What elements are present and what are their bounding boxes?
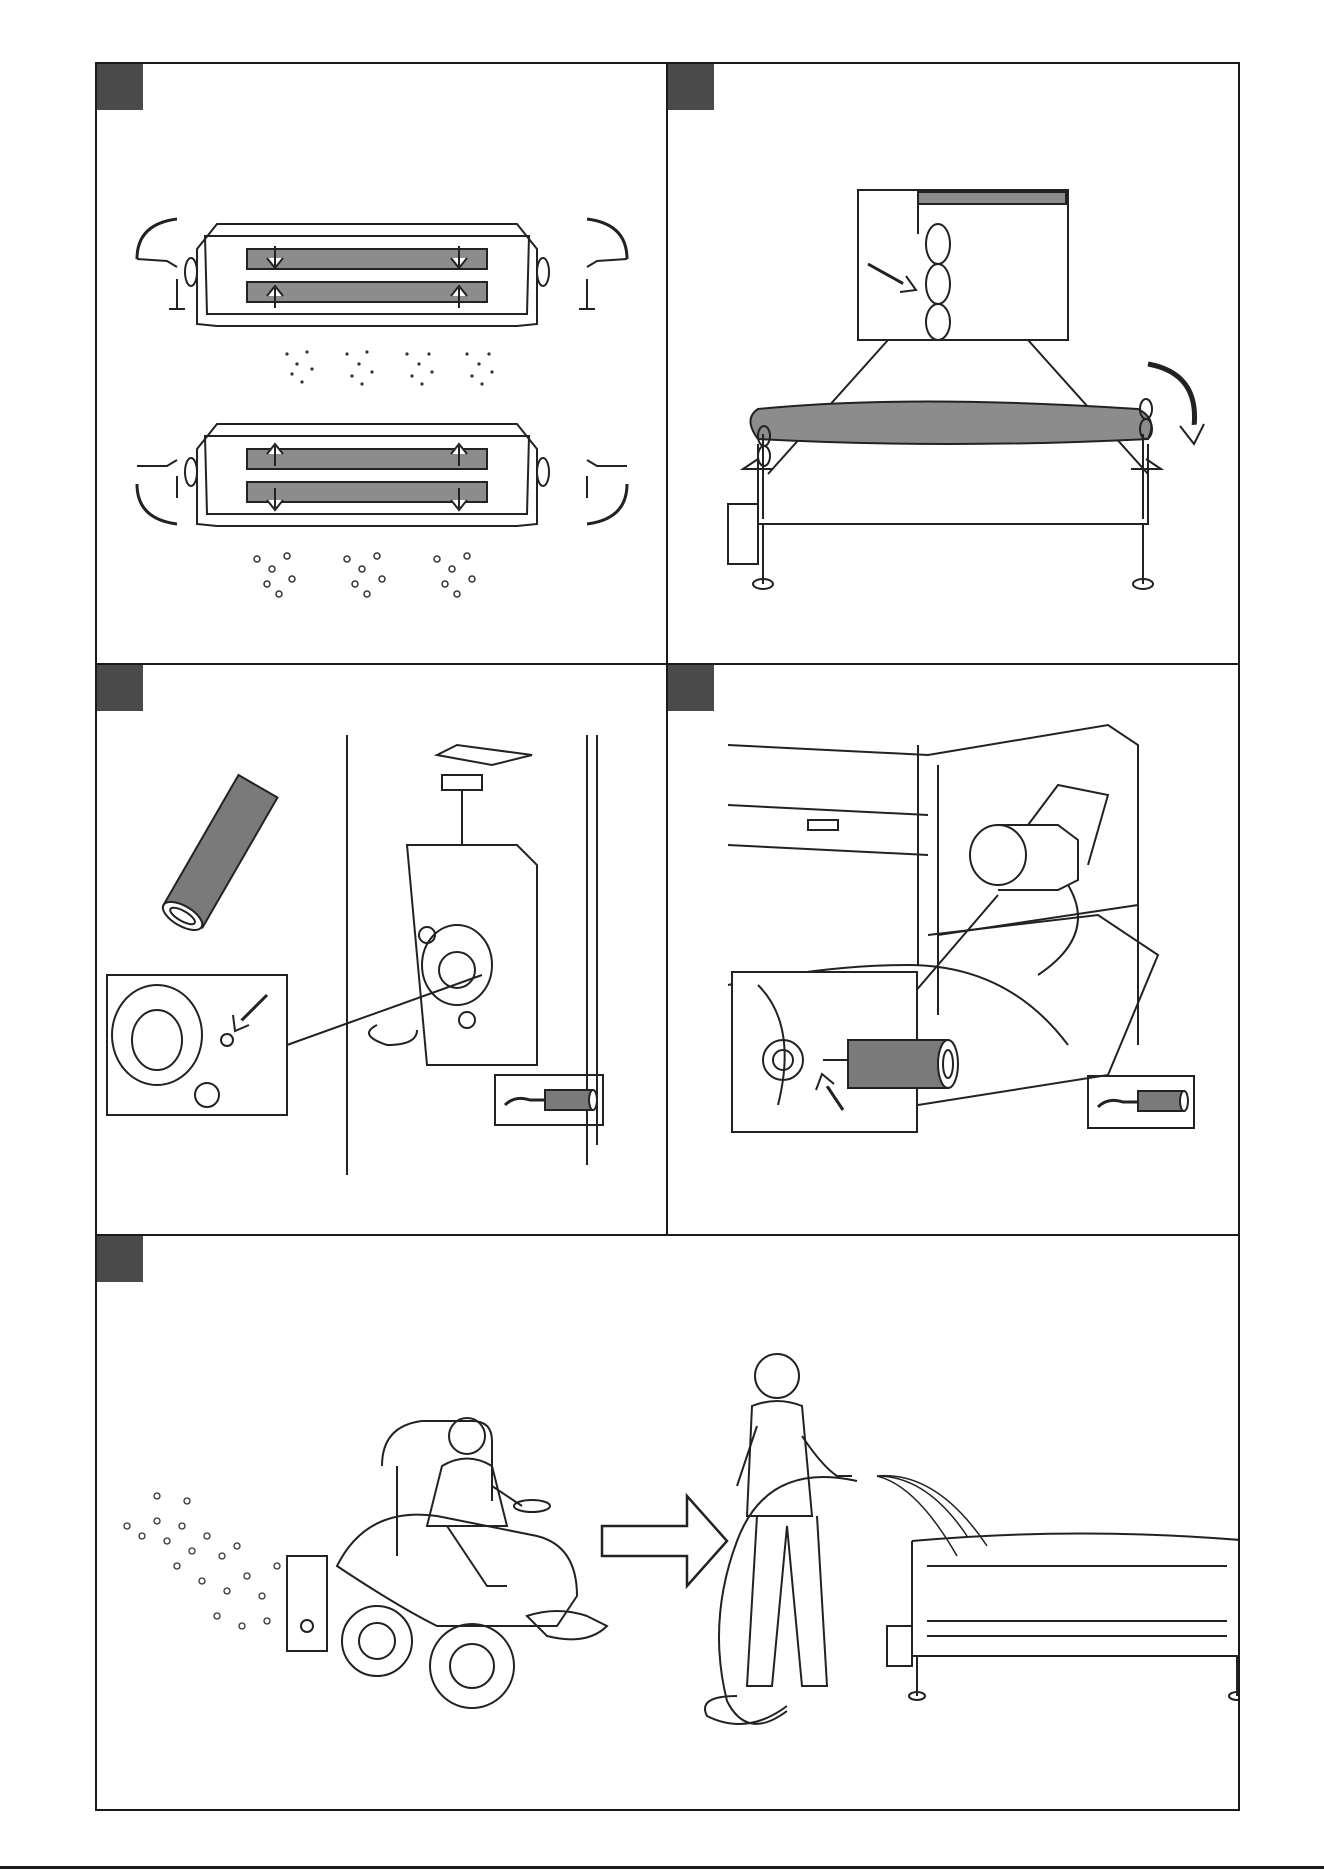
person-head [755, 1354, 799, 1398]
panel-brush-adjustment [95, 62, 668, 665]
steering-wheel [514, 1500, 550, 1512]
rotate-arrow [1148, 364, 1195, 434]
person-legs [747, 1516, 827, 1686]
hose [719, 1477, 857, 1724]
panel-cleaning [95, 1234, 1240, 1811]
detail-zoom-box [858, 190, 1068, 340]
clamp-lever [437, 745, 532, 765]
grease-bearing-illustration [97, 665, 668, 1247]
seed-spray [124, 1493, 280, 1629]
grease-icon [1138, 1091, 1184, 1111]
grease-gun-tube [848, 1040, 948, 1088]
seed-pattern-coarse [254, 553, 475, 597]
panel-chain-adjustment [666, 62, 1240, 665]
process-arrow [602, 1496, 727, 1586]
chain-adjustment-illustration [668, 64, 1240, 665]
rotate-arrow-right-upper [587, 219, 627, 259]
chain-link [926, 224, 950, 264]
motor-body [970, 825, 1026, 885]
footer-text [880, 1860, 1140, 1870]
detail-inset [107, 975, 287, 1115]
cleaning-illustration [97, 1236, 1240, 1811]
wheel-rear [430, 1624, 514, 1708]
lever-left-upper [137, 259, 177, 267]
hopper-outline-lower [197, 424, 537, 526]
lever-right-upper [587, 259, 627, 267]
seed-pattern-fine [285, 350, 493, 385]
hopper-outline-upper [197, 224, 537, 326]
bearing-plate [407, 845, 537, 1065]
brush-lower [247, 282, 487, 302]
wheel-front [342, 1606, 412, 1676]
grease-icon [545, 1090, 593, 1110]
rider-head [449, 1418, 485, 1454]
motor-housing [928, 725, 1138, 935]
rotate-arrow-left-upper [137, 219, 177, 259]
hopper-top [912, 1534, 1240, 1542]
panel-grease-bearing [95, 663, 668, 1247]
panel-grease-motor [666, 663, 1240, 1247]
brush-adjustment-illustration [97, 64, 668, 665]
mower-body [337, 1515, 577, 1626]
grease-motor-illustration [668, 665, 1240, 1247]
grease-gun-tube [159, 775, 278, 936]
spreader-box [287, 1556, 327, 1651]
person-torso [747, 1401, 812, 1516]
hopper-cover [751, 402, 1152, 445]
